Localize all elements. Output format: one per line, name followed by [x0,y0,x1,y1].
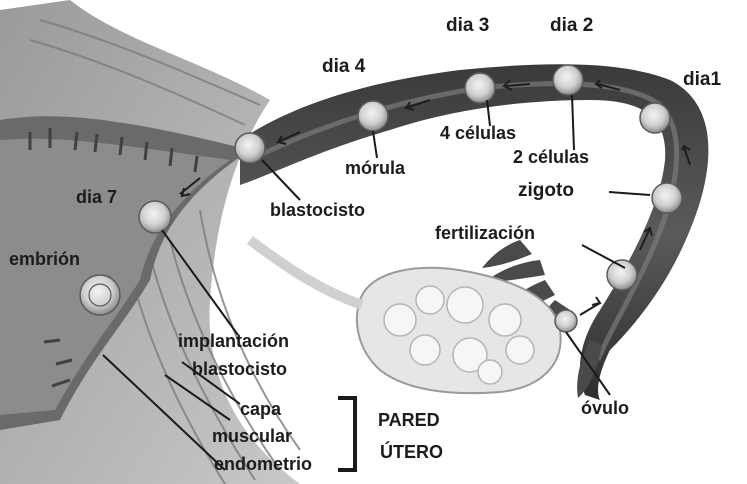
uterine-wall-bracket [338,398,355,470]
label-day7: dia 7 [76,188,117,206]
cell-blastocyst-tube [235,133,265,163]
label-day1: dia1 [683,70,721,89]
label-day3: dia 3 [446,16,489,35]
cell-morula [358,101,388,131]
label-muscular: muscular [212,427,292,445]
label-four-cells: 4 células [440,124,516,142]
label-implantation-blastocyst: blastocisto [192,360,287,378]
label-morula: mórula [345,159,405,177]
cell-day1 [640,103,670,133]
label-day2: dia 2 [550,16,593,35]
label-ovum: óvulo [581,399,629,417]
cell-fertilization [607,260,637,290]
label-wall-title: PARED [378,411,440,429]
label-fertilization: fertilización [435,224,535,242]
cell-two-cells [553,65,583,95]
label-uterus-title: ÚTERO [380,443,443,461]
label-embryo: embrión [9,250,80,268]
label-blastocyst: blastocisto [270,201,365,219]
label-muscle-layer: capa [240,400,281,418]
cell-four-cells [465,73,495,103]
label-zygote: zigoto [518,181,574,200]
cell-ovum [555,310,577,332]
label-two-cells: 2 células [513,148,589,166]
cell-zygote [652,183,682,213]
cell-embryo [80,275,120,315]
label-implantation: implantación [178,332,289,350]
label-day4: dia 4 [322,57,365,76]
label-endometrium: endometrio [214,455,312,473]
cell-day7 [139,201,171,233]
ovarian-ligament [250,240,362,305]
